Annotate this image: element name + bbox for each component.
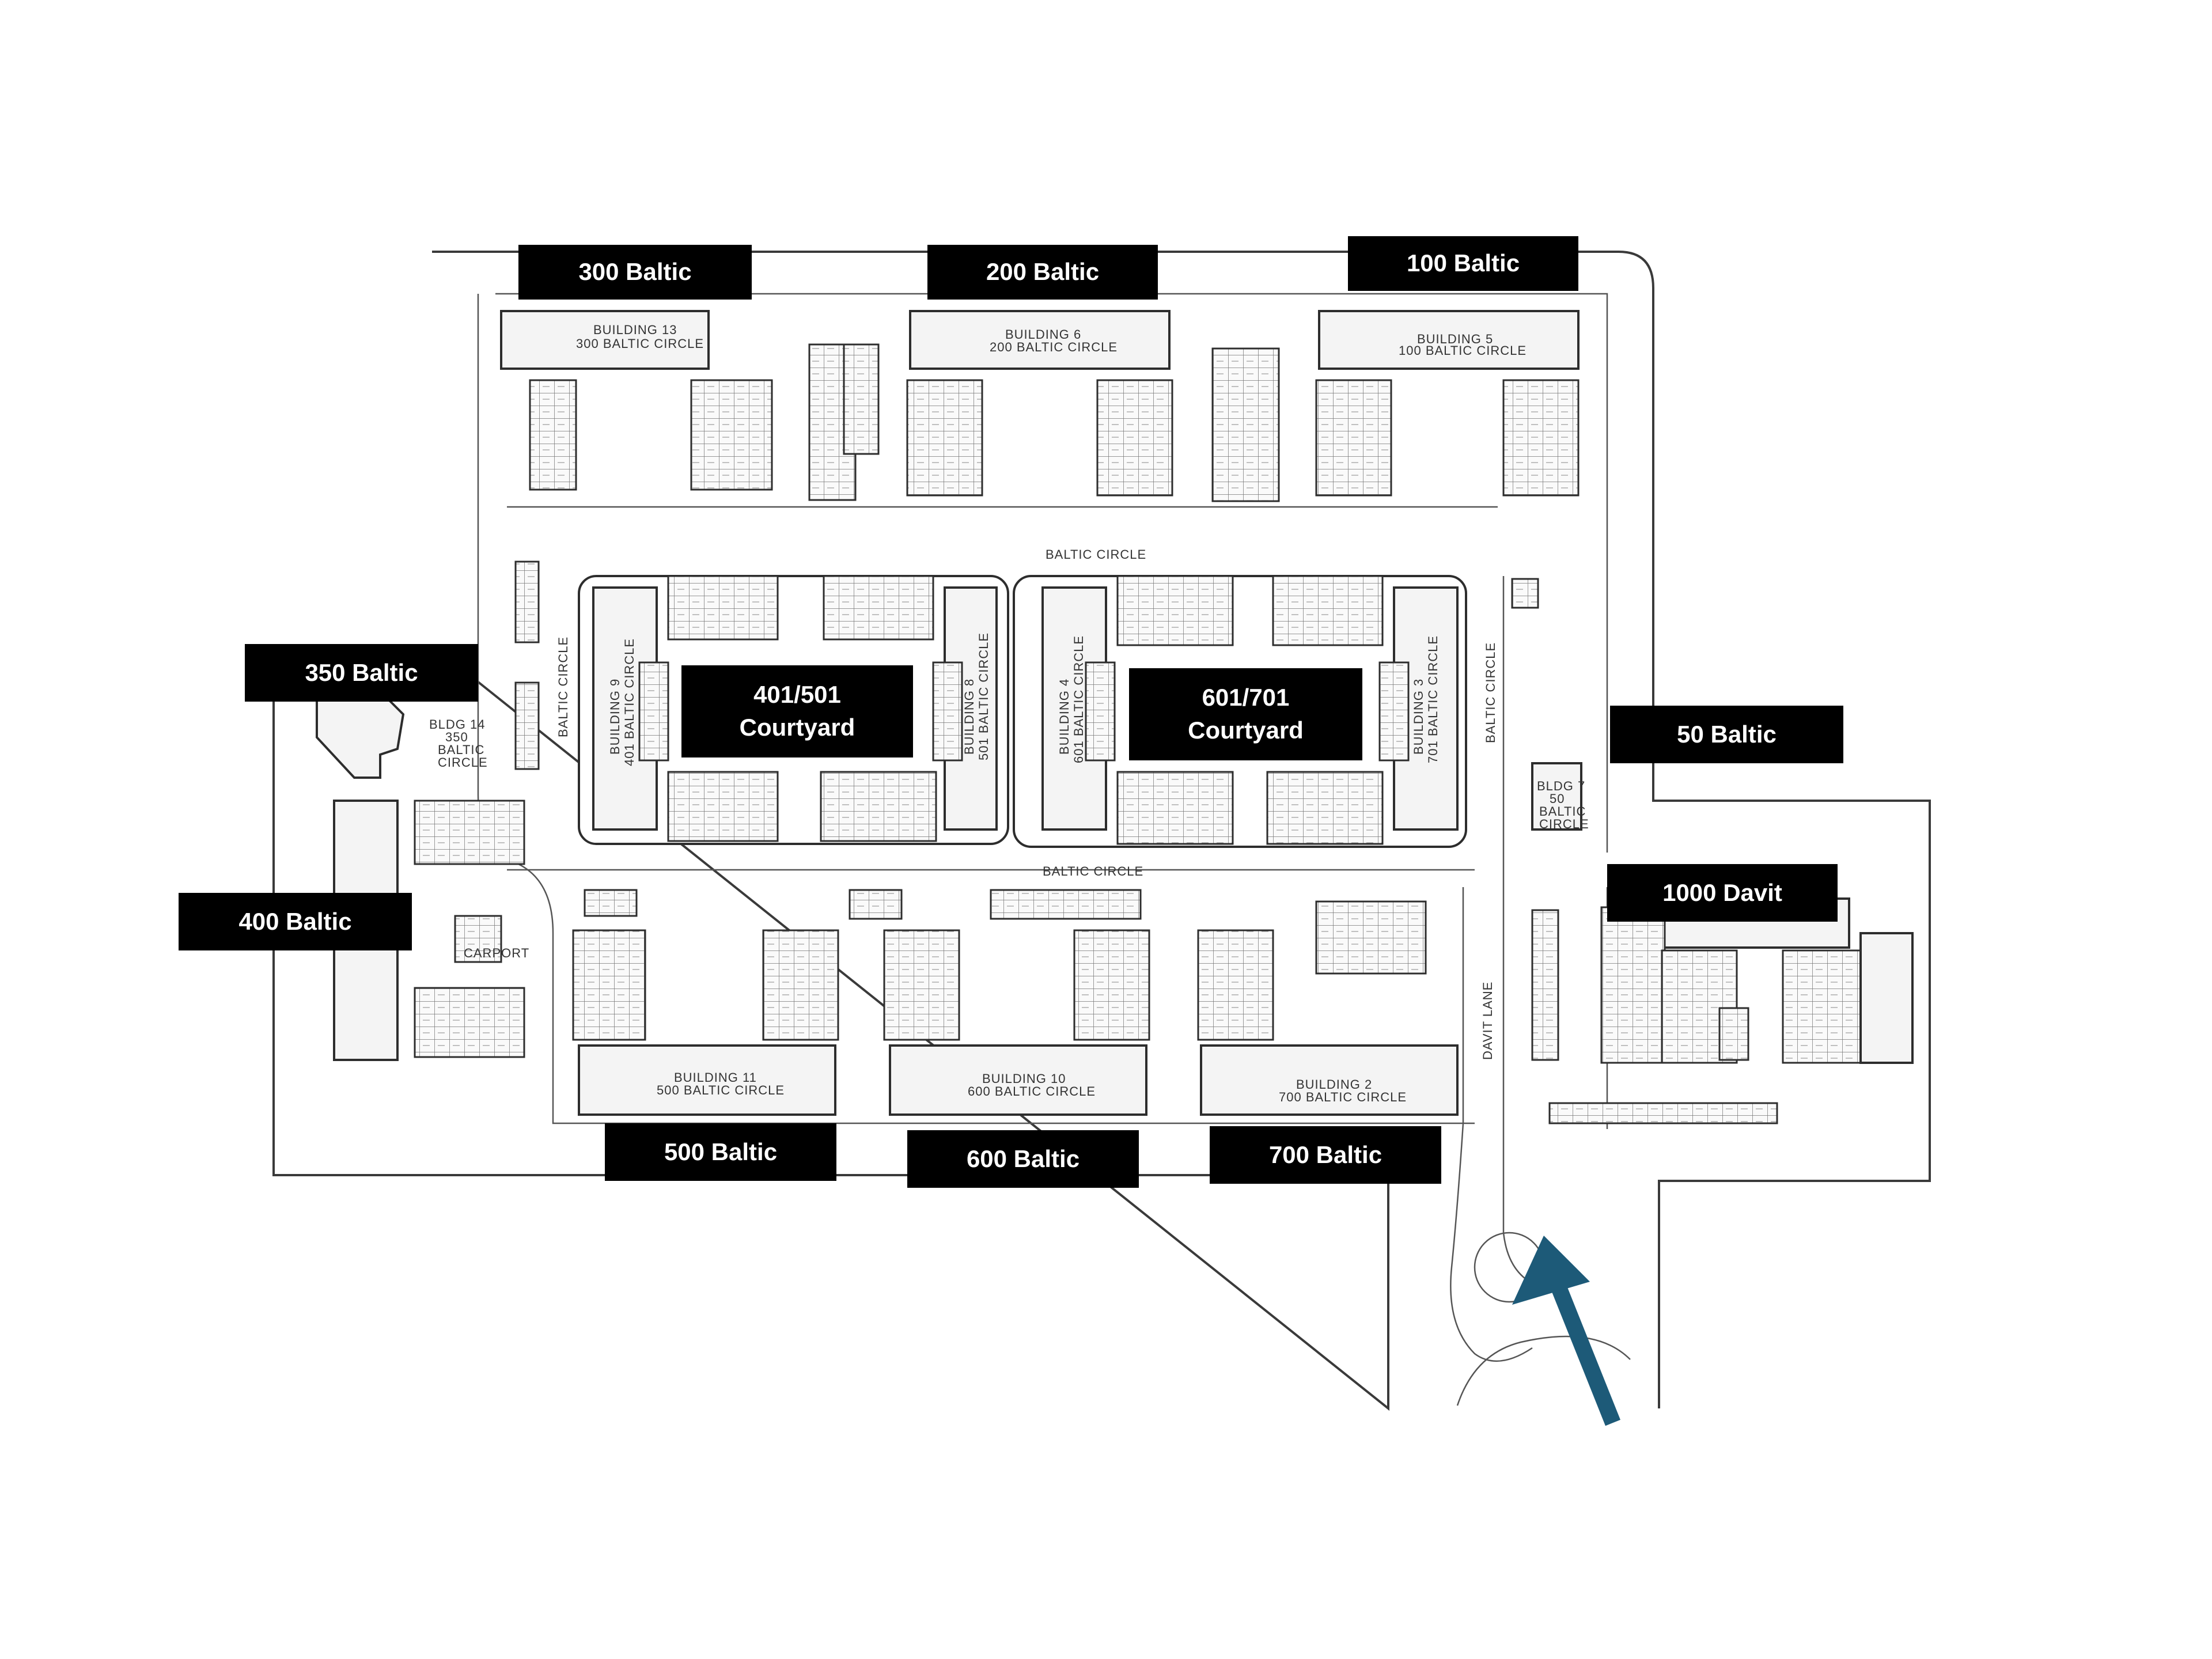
- label-700-baltic: 700 Baltic: [1210, 1126, 1441, 1184]
- building-11-label: BUILDING 11: [674, 1070, 757, 1085]
- building-13-units-east: [690, 379, 773, 491]
- building-13-address: 300 BALTIC CIRCLE: [576, 336, 704, 351]
- building-10: [889, 1044, 1147, 1116]
- building-14-address-2: BALTIC: [438, 743, 484, 757]
- building-5-label: BUILDING 5: [1417, 332, 1493, 346]
- building-4-units-south: [1116, 771, 1234, 845]
- building-2: [1200, 1044, 1459, 1116]
- guest-parking-east: [1511, 578, 1539, 609]
- label-300-baltic: 300 Baltic: [518, 245, 752, 300]
- building-5-units-west: [1315, 379, 1392, 497]
- building-6-units-west: [906, 379, 983, 497]
- building-1000-east-wing: [1859, 932, 1914, 1064]
- building-8-units-north: [823, 575, 934, 641]
- building-3-units-north: [1272, 575, 1384, 646]
- baltic-circle-west-label: BALTIC CIRCLE: [556, 637, 570, 737]
- building-3-units-south: [1266, 771, 1384, 845]
- building-10-units-east: [1073, 929, 1150, 1041]
- building-2-label: BUILDING 2: [1296, 1077, 1372, 1092]
- guest-parking-west: [514, 560, 540, 643]
- carport-300-200-b: [843, 343, 880, 455]
- building-7-address-1: 50: [1550, 791, 1565, 806]
- baltic-circle-south-label: BALTIC CIRCLE: [1043, 864, 1143, 878]
- building-9-units-south: [667, 771, 779, 842]
- label-50-baltic: 50 Baltic: [1610, 706, 1843, 763]
- parking-west-400s: [514, 681, 540, 770]
- building-14-address-1: 350: [445, 730, 468, 744]
- building-4-address: 601 BALTIC CIRCLE: [1071, 635, 1086, 763]
- building-10-label: BUILDING 10: [982, 1071, 1066, 1086]
- label-1000-davit: 1000 Davit: [1607, 864, 1838, 922]
- building-8-units-south: [820, 771, 937, 842]
- parking-davit-lane: [1531, 909, 1559, 1061]
- label-500-baltic: 500 Baltic: [605, 1123, 836, 1181]
- baltic-circle-inner-road: [507, 506, 1505, 1112]
- baltic-circle-east-label: BALTIC CIRCLE: [1483, 642, 1498, 743]
- building-4-label: BUILDING 4: [1057, 679, 1071, 755]
- building-11-units-east: [762, 929, 839, 1041]
- building-6-label: BUILDING 6: [1005, 327, 1081, 342]
- building-5-units-east: [1502, 379, 1580, 497]
- building-4-units-mid: [1085, 661, 1116, 762]
- building-2-address: 700 BALTIC CIRCLE: [1279, 1090, 1407, 1104]
- davit-lane-label: DAVIT LANE: [1480, 982, 1495, 1060]
- carport-400-label: CARPORT: [464, 946, 529, 960]
- baltic-circle-north-label: BALTIC CIRCLE: [1046, 547, 1146, 562]
- building-11: [578, 1044, 836, 1116]
- carport-200-100: [1211, 347, 1280, 502]
- building-2-units-east: [1315, 900, 1427, 975]
- building-14-label: BLDG 14: [429, 717, 486, 732]
- building-11-address: 500 BALTIC CIRCLE: [657, 1083, 785, 1097]
- guest-parking-1000: [1548, 1102, 1778, 1124]
- label-601-701-courtyard: 601/701 Courtyard: [1129, 668, 1362, 760]
- building-13-label: BUILDING 13: [593, 323, 677, 337]
- building-5-address: 100 BALTIC CIRCLE: [1399, 343, 1527, 358]
- label-100-baltic: 100 Baltic: [1348, 236, 1578, 291]
- building-7-address-3: CIRCLE: [1539, 817, 1589, 831]
- label-200-baltic: 200 Baltic: [927, 245, 1158, 300]
- label-401-501-courtyard: 401/501 Courtyard: [681, 665, 913, 757]
- building-7-label: BLDG 7: [1537, 779, 1585, 793]
- building-7-address-2: BALTIC: [1539, 804, 1586, 819]
- building-8-label: BUILDING 8: [962, 679, 976, 755]
- building-14-address-3: CIRCLE: [438, 755, 488, 770]
- building-3-label: BUILDING 3: [1411, 679, 1426, 755]
- guest-parking-south-1: [849, 889, 903, 920]
- building-1000-units-east: [1782, 949, 1865, 1064]
- building-3-address: 701 BALTIC CIRCLE: [1426, 635, 1440, 763]
- building-11-units-west: [572, 929, 646, 1041]
- building-6-address: 200 BALTIC CIRCLE: [990, 340, 1118, 354]
- guest-parking-south-2: [990, 889, 1142, 920]
- building-6-units-east: [1096, 379, 1173, 497]
- building-13-units-west: [529, 379, 577, 491]
- building-9-address: 401 BALTIC CIRCLE: [622, 638, 637, 766]
- building-13: [500, 310, 710, 370]
- building-7: [1531, 762, 1582, 831]
- guest-parking-south-3: [584, 889, 638, 917]
- label-400-baltic: 400 Baltic: [179, 893, 412, 950]
- carport-400: [454, 915, 502, 963]
- building-2-units-west: [1197, 929, 1274, 1041]
- building-1000-units-west: [1600, 906, 1666, 1064]
- building-8-units-mid: [932, 661, 963, 762]
- entrance-road: [1456, 1335, 1631, 1406]
- building-8-address: 501 BALTIC CIRCLE: [976, 632, 991, 760]
- building-4-units-north: [1116, 575, 1234, 646]
- building-10-units-west: [883, 929, 960, 1041]
- label-600-baltic: 600 Baltic: [907, 1130, 1139, 1188]
- building-9-units-north: [667, 575, 779, 641]
- building-5: [1318, 310, 1580, 370]
- building-400-units-north: [414, 800, 525, 865]
- building-9-units-mid: [638, 661, 669, 762]
- building-10-address: 600 BALTIC CIRCLE: [968, 1084, 1096, 1099]
- building-9-label: BUILDING 9: [608, 679, 622, 755]
- building-3-units-mid: [1378, 661, 1410, 762]
- label-350-baltic: 350 Baltic: [245, 644, 478, 702]
- carport-1000: [1718, 1007, 1749, 1061]
- arrow-up-left-icon: [1512, 1236, 1620, 1426]
- building-6: [909, 310, 1171, 370]
- building-400-units-south: [414, 987, 525, 1058]
